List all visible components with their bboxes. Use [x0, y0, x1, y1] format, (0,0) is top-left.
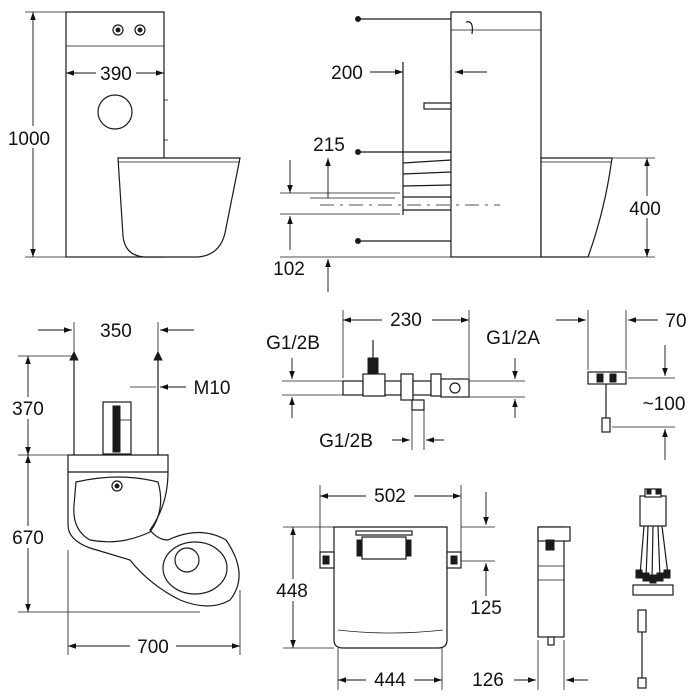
toilet-hole	[174, 547, 200, 573]
toilet-seat	[162, 541, 228, 595]
connector-plug	[637, 609, 647, 633]
sensor-unit: 70 ~100	[556, 310, 687, 460]
basin	[73, 476, 162, 543]
dim-370: 370	[12, 399, 44, 420]
dim-670: 670	[12, 528, 44, 549]
plan-view: 350 M10 370 670 700	[5, 321, 241, 658]
side-view: 200 215 102 400	[273, 11, 668, 292]
valve-body	[362, 373, 386, 397]
dim-230: 230	[390, 310, 422, 331]
dim-350: 350	[100, 321, 132, 342]
dim-215: 215	[313, 135, 345, 156]
thread-g12a-outlet: G1/2A	[486, 328, 540, 349]
dim-700: 700	[137, 637, 169, 658]
front-view: 390 1000	[4, 11, 241, 258]
thread-m10: M10	[194, 378, 231, 399]
dim-400: 400	[629, 199, 661, 220]
dim-102: 102	[273, 259, 305, 280]
dim-70: 70	[665, 311, 686, 332]
dim-390: 390	[100, 64, 132, 85]
push-button-icon	[112, 24, 124, 36]
dim-200: 200	[331, 63, 363, 84]
panel-window	[361, 536, 407, 560]
control-module	[632, 488, 674, 689]
thread-g12b-lower: G1/2B	[319, 431, 373, 452]
sensor-plug	[601, 417, 611, 433]
bracket	[423, 102, 452, 110]
thread-g12b-inlet: G1/2B	[266, 333, 320, 354]
dim-125: 125	[470, 598, 502, 619]
dim-502: 502	[374, 486, 406, 507]
dim-100: ~100	[643, 394, 686, 415]
side-bowl	[540, 157, 613, 258]
dim-1000: 1000	[8, 129, 50, 150]
sensor-head	[587, 371, 627, 385]
solenoid-icon	[367, 357, 379, 375]
fitting	[440, 378, 470, 398]
wall-panel: 502 448 125 444	[272, 484, 502, 691]
drain-icon	[111, 480, 123, 492]
toilet-outline	[67, 454, 240, 607]
hook-icon	[465, 21, 473, 35]
dim-448: 448	[276, 581, 308, 602]
side-box: 126	[472, 526, 588, 691]
dim-444: 444	[374, 670, 406, 691]
flush-plate-icon	[97, 94, 133, 130]
bowl	[117, 157, 241, 258]
valve-assembly: 230 G1/2B G1/2A G1/2B	[266, 308, 540, 452]
module-box	[639, 495, 667, 527]
fitting	[342, 380, 364, 396]
dim-126: 126	[472, 670, 504, 691]
push-button-icon	[134, 24, 146, 36]
side-cistern	[450, 11, 542, 258]
